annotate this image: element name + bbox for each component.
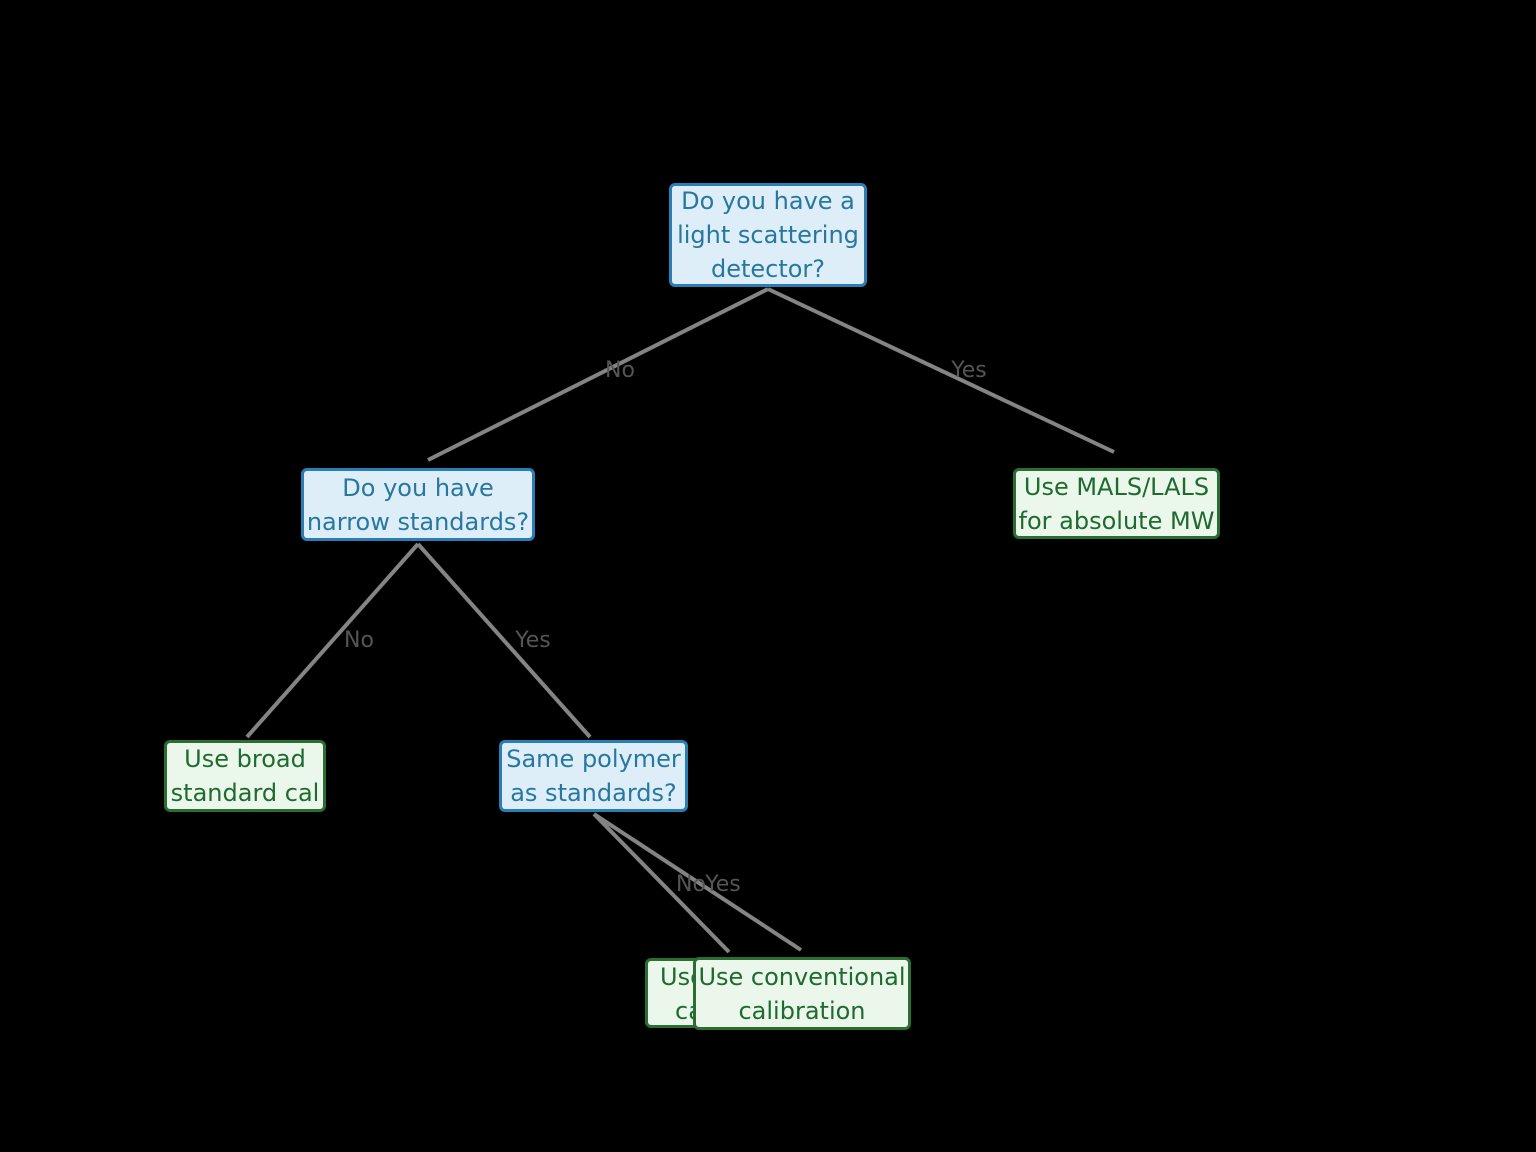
result-broad-standard-cal: Use broad standard cal [164,740,326,812]
node-text-line: Use conventional [698,962,906,991]
node-text-line: Do you have [342,473,494,502]
result-mals-lals: Use MALS/LALS for absolute MW [1013,468,1220,539]
edge-line [767,287,1115,454]
node-text-line: detector? [710,255,826,283]
question-narrow-standards: Do you have narrow standards? [301,468,535,541]
edge-label-no-2: No [344,628,374,653]
node-text-line: Do you have a [681,187,855,215]
node-text-line: as standards? [510,779,677,807]
node-text-line: Use MALS/LALS [1023,472,1210,501]
edge-label-yes-3: Yes [515,628,551,653]
edge-line [592,812,803,952]
edge-line [592,812,731,954]
edge-label-no-4: No [676,872,706,897]
edge-line [416,542,592,739]
result-conventional-calibration: Use conventional calibration [693,957,911,1030]
edge-label-no-0: No [605,358,635,383]
edge-label-yes-1: Yes [951,358,987,383]
node-text-line: light scattering [677,221,859,249]
edge-line [427,287,769,462]
node-text-line: calibration [738,996,866,1025]
question-light-scattering-detector: Do you have a light scattering detector? [669,183,867,287]
edge-label-yes-5: Yes [705,872,741,897]
node-text-line: standard cal [170,779,320,807]
node-text-line: for absolute MW [1018,506,1215,535]
node-text-line: Use broad [184,745,306,773]
edge-line [245,542,420,739]
question-same-polymer: Same polymer as standards? [499,740,688,812]
node-text-line: narrow standards? [306,507,530,536]
node-text-line: Same polymer [506,745,681,773]
